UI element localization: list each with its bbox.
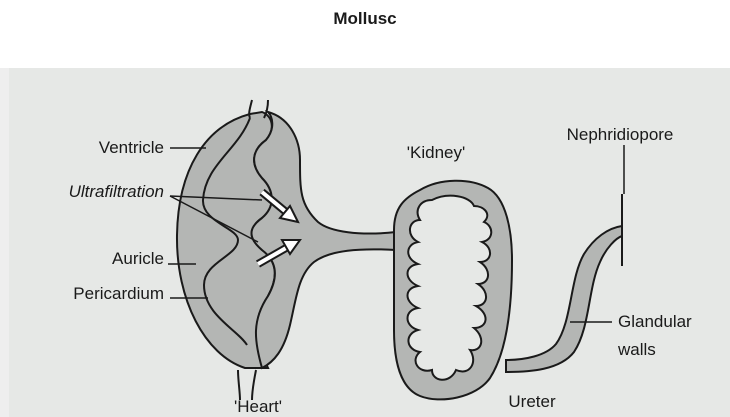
label-kidney: 'Kidney' [407,143,465,162]
label-heart: 'Heart' [234,397,282,416]
ureter-duct [506,226,622,372]
aorta-bottom [238,370,256,400]
label-pericardium: Pericardium [73,284,164,303]
label-auricle: Auricle [112,249,164,268]
label-nephridiopore: Nephridiopore [567,125,674,144]
label-ureter: Ureter [508,392,556,411]
label-ultrafiltration: Ultrafiltration [69,182,164,201]
label-walls: walls [617,340,656,359]
label-ventricle: Ventricle [99,138,164,157]
heart-right-lobe [252,112,397,368]
label-glandular: Glandular [618,312,692,331]
